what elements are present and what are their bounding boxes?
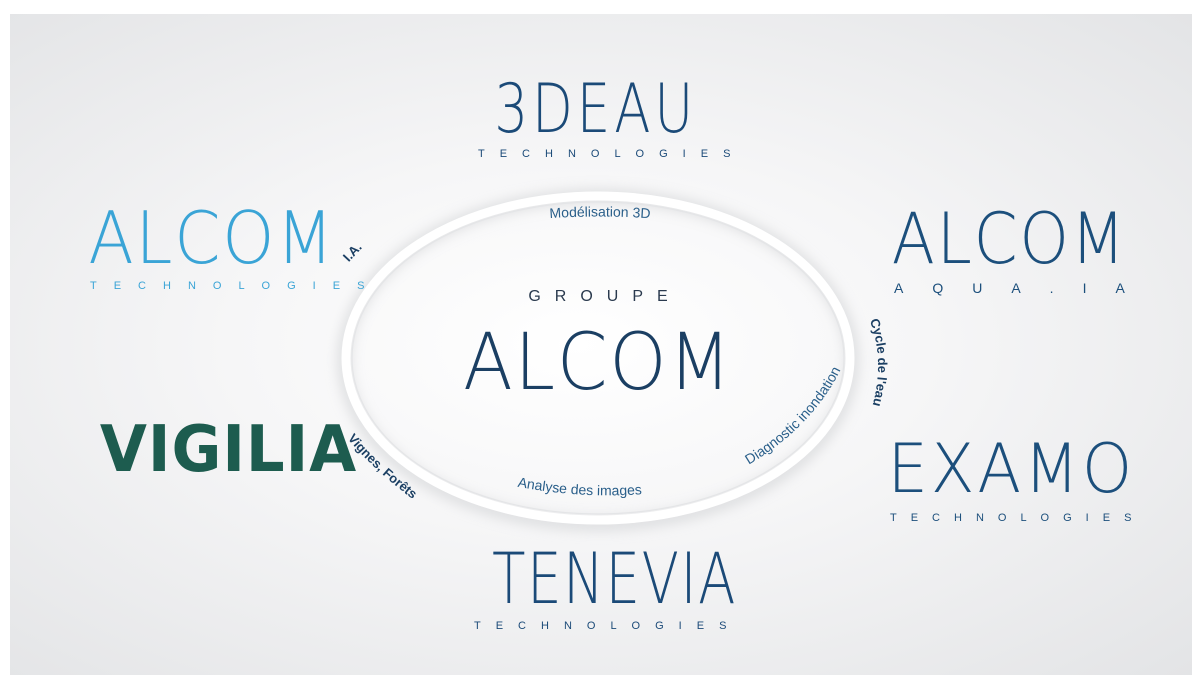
logo-alcom-tech-subtitle: TECHNOLOGIES: [90, 280, 382, 292]
logo-alcom-aqua-subtitle: AQUA.IA: [894, 280, 1154, 296]
ring-label-modelisation: Modélisation 3D: [549, 203, 651, 221]
logo-vigilia-name: VIGILIA: [99, 413, 358, 487]
logo-groupe-alcom: GROUPE ALCOM: [448, 288, 748, 402]
logo-examo-name: EXAMO: [887, 430, 1135, 509]
logo-tenevia-subtitle: TECHNOLOGIES: [474, 620, 742, 632]
logo-3deau-subtitle: TECHNOLOGIES: [478, 148, 746, 160]
ring-inner-edge: [351, 201, 845, 515]
logo-tenevia-name: TENEVIA: [492, 538, 738, 620]
side-label-ia-text: I.A.: [340, 239, 365, 264]
logo-alcom-tech-name: ALCOM: [88, 196, 336, 280]
side-label-cycle-text: Cycle de l'eau: [867, 316, 890, 408]
logo-alcom-aqua-ia: ALCOM AQUA.IA: [880, 198, 1154, 296]
ring-label-diagnostic: Diagnostic inondation: [742, 364, 843, 468]
ring-band: [341, 191, 855, 525]
side-label-cycle: Cycle de l'eau: [867, 316, 890, 408]
groupe-label: GROUPE: [528, 288, 682, 305]
logo-alcom-aqua-name: ALCOM: [891, 198, 1127, 280]
ring-label-analyse-text: Analyse des images: [517, 474, 643, 499]
logo-examo-technologies: EXAMO TECHNOLOGIES: [880, 430, 1146, 525]
ring-label-analyse: Analyse des images: [517, 474, 643, 499]
logo-alcom-technologies: ALCOM TECHNOLOGIES: [78, 196, 382, 292]
logo-3deau-technologies: 3DEAU TECHNOLOGIES: [468, 70, 746, 161]
side-label-ia: I.A.: [340, 239, 365, 264]
ring-label-diagnostic-text: Diagnostic inondation: [742, 364, 843, 468]
logo-tenevia-technologies: TENEVIA TECHNOLOGIES: [464, 538, 742, 632]
logo-vigilia: VIGILIA: [94, 413, 358, 487]
diagram-background: [10, 14, 1192, 675]
logo-3deau-name: 3DEAU: [494, 70, 698, 149]
logo-examo-subtitle: TECHNOLOGIES: [890, 512, 1146, 524]
groupe-alcom-name: ALCOM: [463, 318, 733, 408]
ring-label-modelisation-text: Modélisation 3D: [549, 203, 651, 221]
